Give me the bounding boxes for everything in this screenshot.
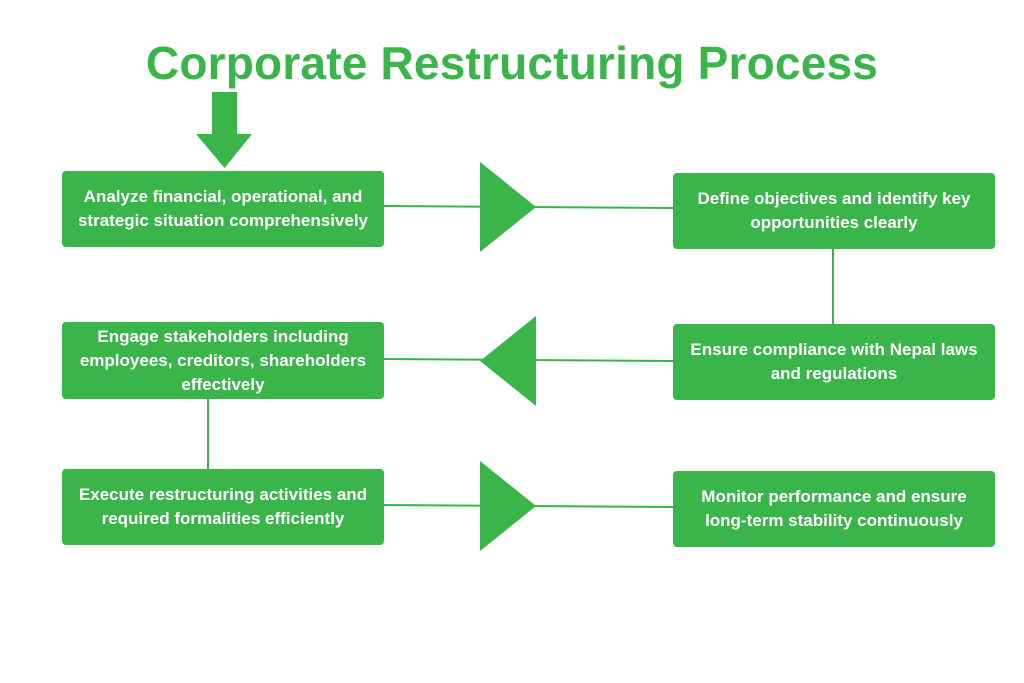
step-text: Execute restructuring activities and req… — [78, 485, 368, 528]
start-arrow-icon — [196, 92, 252, 168]
step-text: Define objectives and identify key oppor… — [697, 189, 971, 232]
step-box-analyze: Analyze financial, operational, and stra… — [62, 171, 384, 247]
step-text: Monitor performance and ensure long-term… — [701, 487, 967, 530]
step-text: Ensure compliance with Nepal laws and re… — [690, 340, 978, 383]
arrow-right-icon — [480, 461, 536, 551]
diagram-title: Corporate Restructuring Process — [145, 37, 879, 89]
step-box-monitor-performance: Monitor performance and ensure long-term… — [673, 471, 995, 547]
step-box-define-objectives: Define objectives and identify key oppor… — [673, 173, 995, 249]
arrow-right-icon — [480, 162, 536, 252]
step-box-execute-restructuring: Execute restructuring activities and req… — [62, 469, 384, 545]
step-box-engage-stakeholders: Engage stakeholders including employees,… — [62, 322, 384, 399]
step-box-ensure-compliance: Ensure compliance with Nepal laws and re… — [673, 324, 995, 400]
arrow-left-icon — [480, 316, 536, 406]
step-text: Analyze financial, operational, and stra… — [77, 187, 369, 230]
step-text: Engage stakeholders including employees,… — [79, 326, 367, 394]
